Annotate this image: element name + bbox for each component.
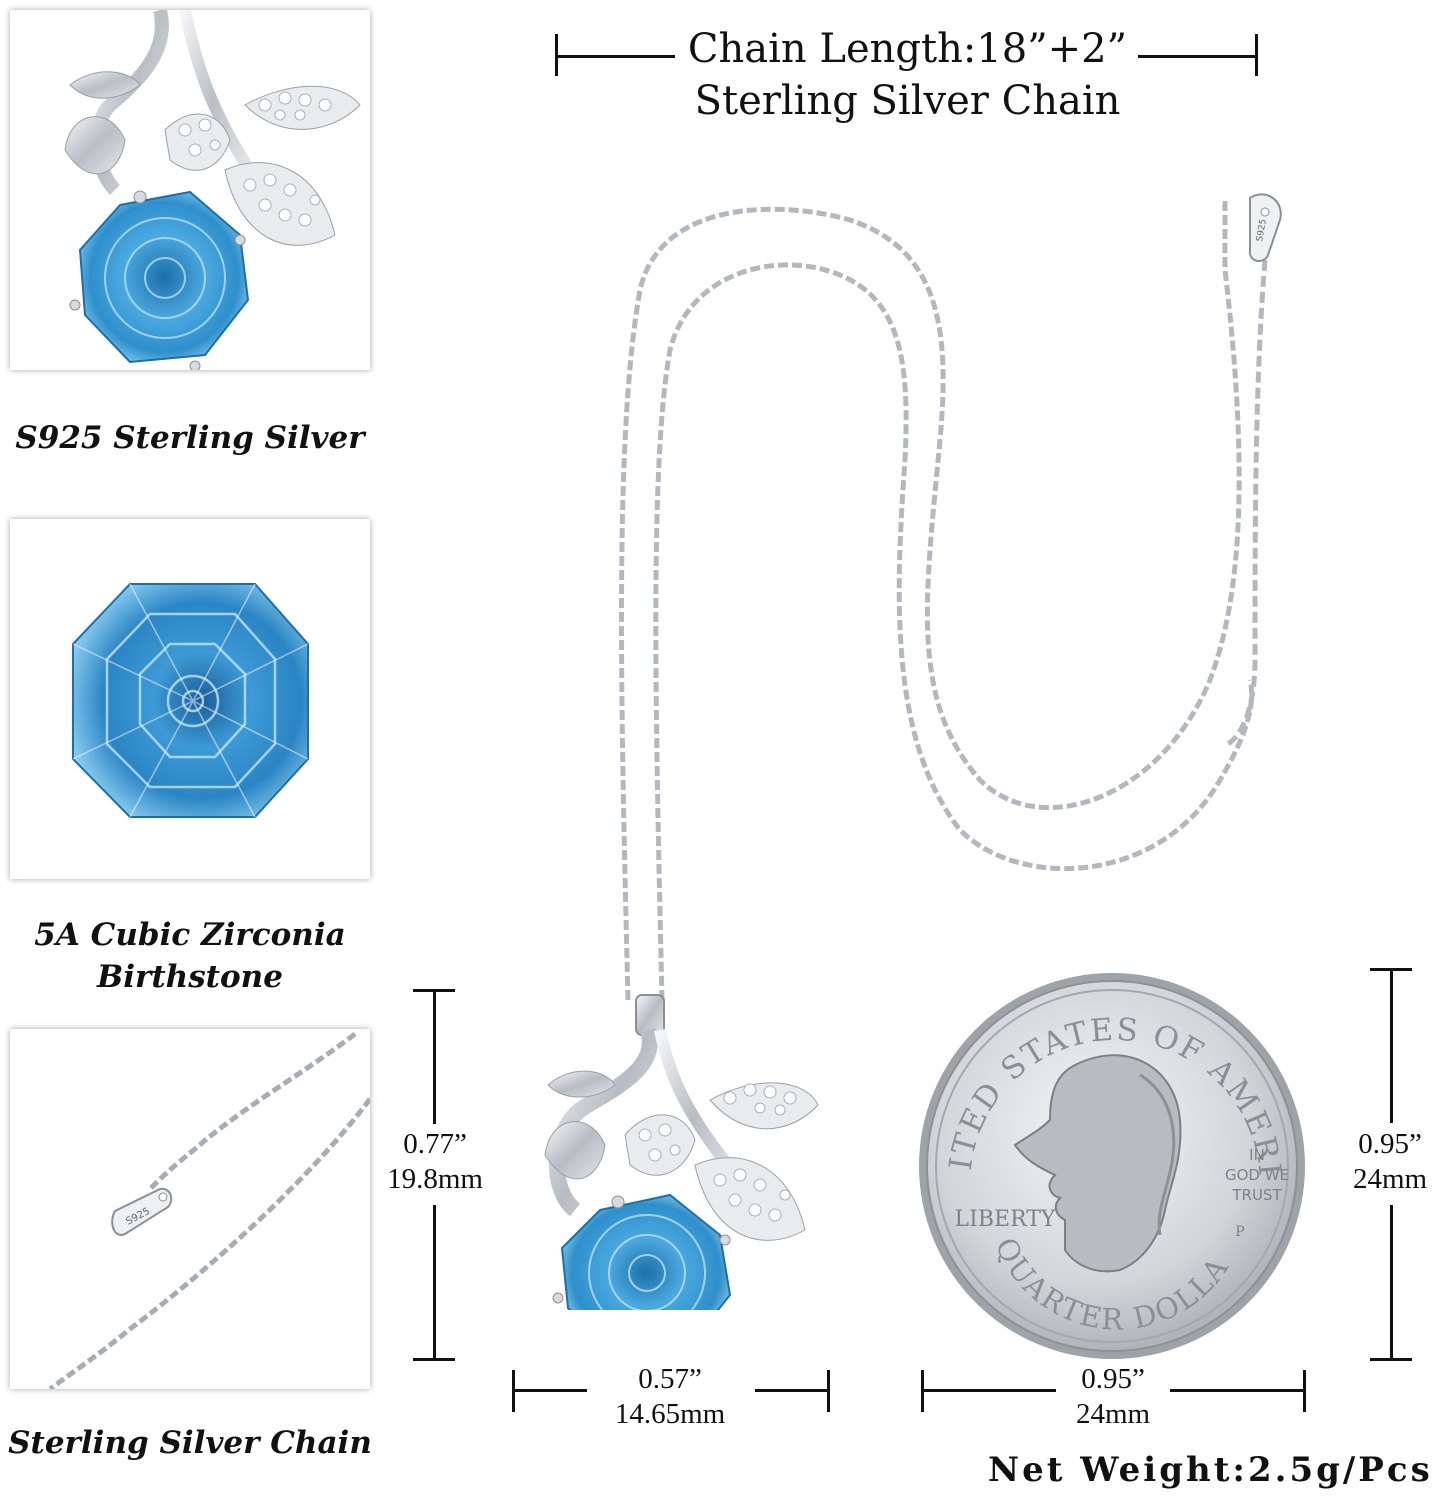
chain-thumb-image: S925 [48, 1032, 370, 1389]
svg-text:LIBERTY: LIBERTY [955, 1207, 1056, 1232]
svg-text:GOD WE: GOD WE [1225, 1166, 1289, 1184]
coin-height-tick-bottom [1370, 1358, 1412, 1361]
thumbnail-gemstone[interactable] [10, 519, 370, 879]
coin-height-mm: 24mm [1352, 1163, 1428, 1195]
coin-height-line-top [1390, 968, 1393, 1123]
coin-width-mm: 24mm [1075, 1398, 1151, 1430]
coin-width-tick-right [1303, 1370, 1306, 1412]
coin-width-line-left [921, 1389, 1056, 1392]
chain-length-tick-left [555, 34, 558, 76]
coin-width-line-right [1170, 1389, 1305, 1392]
pendant-thumb-image [64, 10, 361, 370]
pendant-height-mm: 19.8mm [387, 1163, 483, 1195]
pendant-height-tick-bottom [413, 1358, 455, 1361]
chain-length-tick-right [1255, 34, 1258, 76]
pendant-width-line-left [512, 1389, 587, 1392]
caption-sterling-silver: S925 Sterling Silver [15, 420, 365, 456]
svg-text:TRUST: TRUST [1231, 1186, 1282, 1204]
pendant-width-mm: 14.65mm [614, 1398, 726, 1430]
pendant-height-line-bottom [433, 1205, 436, 1360]
pendant-width-in: 0.57” [638, 1363, 702, 1395]
caption-cubic-zirconia: 5A Cubic Zirconia [34, 917, 346, 953]
pendant-height-line-top [433, 989, 436, 1124]
clasp-tag-icon: S925 [1248, 193, 1282, 262]
pendant-height-in: 0.77” [403, 1128, 467, 1160]
svg-text:IN: IN [1249, 1146, 1265, 1164]
pendant-width-line-right [755, 1389, 830, 1392]
pendant-width-tick-right [827, 1370, 830, 1412]
chain-length-line-right [1138, 55, 1258, 58]
svg-text:P: P [1235, 1224, 1244, 1240]
coin-width-in: 0.95” [1081, 1363, 1145, 1395]
necklace-image: S925 [544, 193, 1282, 1310]
chain-type-title: Sterling Silver Chain [694, 78, 1121, 124]
coin-height-line-bottom [1390, 1205, 1393, 1360]
net-weight-label: Net Weight:2.5g/Pcs [988, 1450, 1433, 1490]
quarter-coin-image: UNITED STATES OF AMERICA QUARTER DOLLAR … [915, 970, 1305, 1359]
gemstone-thumb-image [72, 583, 309, 818]
thumbnail-chain[interactable]: S925 [10, 1029, 370, 1389]
clasp-icon: S925 [111, 1187, 173, 1236]
thumbnail-pendant[interactable] [10, 10, 370, 370]
chain-length-title: Chain Length:18”+2” [687, 26, 1128, 72]
caption-birthstone: Birthstone [97, 959, 283, 995]
caption-sterling-silver-chain: Sterling Silver Chain [8, 1425, 372, 1461]
svg-text:S925: S925 [1255, 218, 1269, 242]
chain-length-line-left [555, 55, 675, 58]
coin-height-in: 0.95” [1358, 1128, 1422, 1160]
